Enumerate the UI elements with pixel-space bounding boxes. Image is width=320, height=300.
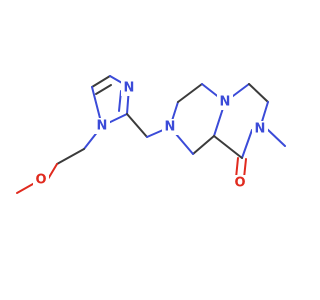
bond-imidazole-c4-c5-double bbox=[95, 84, 112, 95]
bond-n-methyl bbox=[265, 127, 286, 147]
bond-ch2-right-ch2 bbox=[248, 83, 269, 103]
atom-bg-n-ring1 bbox=[162, 119, 178, 135]
atom-label-n-im1: N bbox=[97, 119, 108, 134]
atom-label-n-methyl: N bbox=[255, 122, 266, 137]
atom-bg-o-ether bbox=[33, 172, 49, 188]
molecule-diagram: N N N N N O O bbox=[16, 75, 286, 194]
atom-bg-n-im3 bbox=[121, 80, 137, 96]
atom-bg-n-bridge bbox=[217, 94, 233, 110]
atom-bg-o-carbonyl bbox=[232, 175, 248, 191]
bond-carbonyl-o-2 bbox=[243, 158, 247, 179]
bond-ch-ch2-bottom bbox=[192, 135, 215, 155]
atom-label-o-carbonyl: O bbox=[234, 176, 245, 191]
bond-ch2-o-ether bbox=[47, 163, 58, 180]
bond-carbonyl-o-1 bbox=[235, 157, 239, 179]
bond-imidazole-n3-c2-double bbox=[118, 90, 122, 112]
bond-ch2-ch2 bbox=[56, 148, 85, 165]
bond-imidazole-c4-c5 bbox=[91, 75, 111, 88]
atom-bg-n-im1 bbox=[94, 118, 110, 134]
atom-label-n-im3: N bbox=[124, 81, 135, 96]
bond-carbonyl-ch bbox=[213, 135, 243, 159]
atom-label-o-ether: O bbox=[35, 173, 46, 188]
bond-ch2-top-ch2 bbox=[177, 83, 203, 103]
atom-label-n-ring1: N bbox=[165, 120, 176, 135]
bond-c2-ch2-linker bbox=[126, 113, 148, 138]
atom-label-n-bridge: N bbox=[220, 95, 231, 110]
bond-methyln-carbonyl bbox=[241, 129, 253, 159]
atom-bg-n-methyl bbox=[252, 121, 268, 137]
